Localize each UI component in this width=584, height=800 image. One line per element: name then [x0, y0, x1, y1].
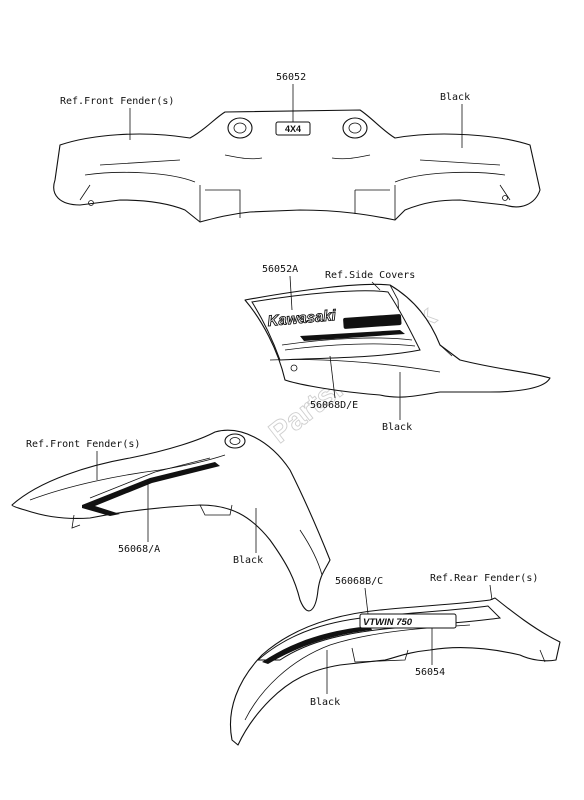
label-ref-side-covers: Ref.Side Covers [325, 270, 415, 281]
label-side-black: Black [382, 422, 412, 433]
label-mid-ref-front-fender: Ref.Front Fender(s) [26, 439, 140, 450]
label-56068a: 56068/A [118, 544, 160, 555]
rear-fender-decal: VTWIN 750 [256, 605, 502, 664]
side-cover-decal: Kawasaki [251, 290, 421, 372]
front-fender-side [11, 429, 331, 612]
leader-56068bc [364, 587, 369, 615]
label-top-black: Black [440, 92, 470, 103]
label-56068de: 56068D/E [310, 400, 358, 411]
label-56068bc: 56068B/C [335, 576, 383, 587]
label-ref-rear-fender: Ref.Rear Fender(s) [430, 573, 538, 584]
front-fender-assembly-top [53, 109, 541, 223]
leader-56068de [329, 355, 336, 399]
front-fender-decal [82, 457, 220, 516]
label-56054: 56054 [415, 667, 445, 678]
label-top-ref-front-fender: Ref.Front Fender(s) [60, 96, 174, 107]
label-rear-black: Black [310, 697, 340, 708]
decal-4x4-text: 4X4 [285, 124, 301, 134]
label-56052: 56052 [276, 72, 306, 83]
label-56052a: 56052A [262, 264, 298, 275]
leader-56052a [289, 275, 293, 311]
leader-ref-rear-fender [489, 584, 493, 601]
leader-ref-side-covers [371, 281, 381, 291]
side-decal-brand: Kawasaki [267, 307, 337, 330]
decal-4x4: 4X4 [275, 121, 311, 136]
label-mid-black: Black [233, 555, 263, 566]
rear-decal-brand: VTWIN 750 [363, 617, 413, 628]
